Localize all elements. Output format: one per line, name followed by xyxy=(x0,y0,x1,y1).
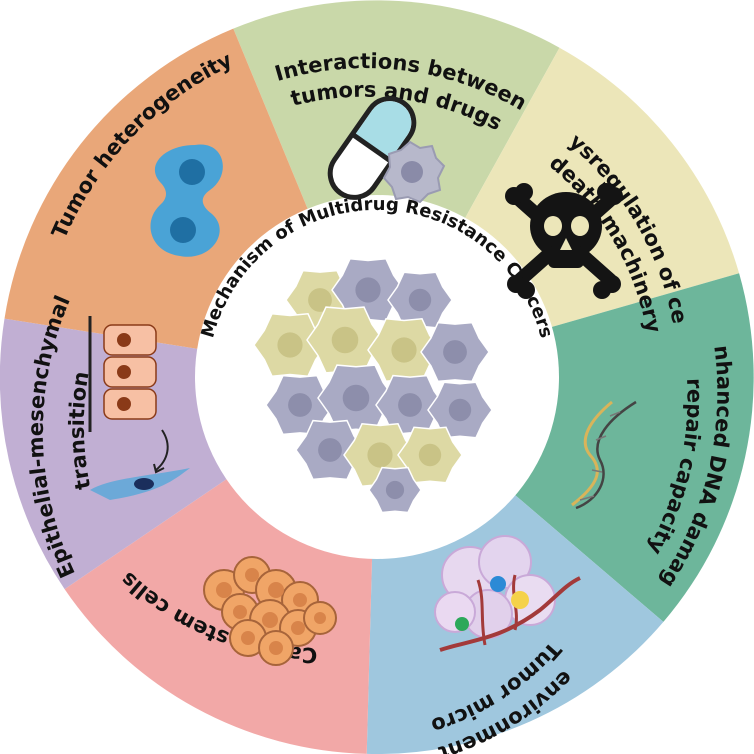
dna-helix-icon xyxy=(571,400,637,510)
cluster-cell-nucleus xyxy=(318,438,342,462)
pill-capsule-icon xyxy=(327,96,417,200)
cluster-cell-nucleus xyxy=(355,277,381,303)
cluster-cell-nucleus xyxy=(443,340,467,364)
cluster-cell-nucleus xyxy=(448,398,472,422)
cluster-cell-nucleus xyxy=(408,288,432,312)
tumor-microenvironment-icon xyxy=(434,535,581,652)
cell-cluster-icon xyxy=(203,556,337,666)
dividing-cell-icon xyxy=(150,144,223,257)
cluster-cell-nucleus xyxy=(342,384,370,412)
cluster-cell-nucleus xyxy=(367,442,393,468)
cluster-cell-nucleus xyxy=(308,288,332,312)
cluster-cell-nucleus xyxy=(331,326,359,354)
center-cell-cluster-icon xyxy=(253,258,493,514)
skull-crossbones-icon xyxy=(505,183,623,299)
drug-target-cell-icon xyxy=(382,140,446,204)
emt-cells-icon xyxy=(88,316,190,500)
cluster-cell-nucleus xyxy=(288,393,312,417)
cluster-cell-nucleus xyxy=(398,393,422,417)
cluster-cell-nucleus xyxy=(418,443,442,467)
cluster-cell-nucleus xyxy=(391,337,417,363)
cluster-cell-nucleus xyxy=(385,480,405,500)
cluster-cell-nucleus xyxy=(277,332,303,358)
